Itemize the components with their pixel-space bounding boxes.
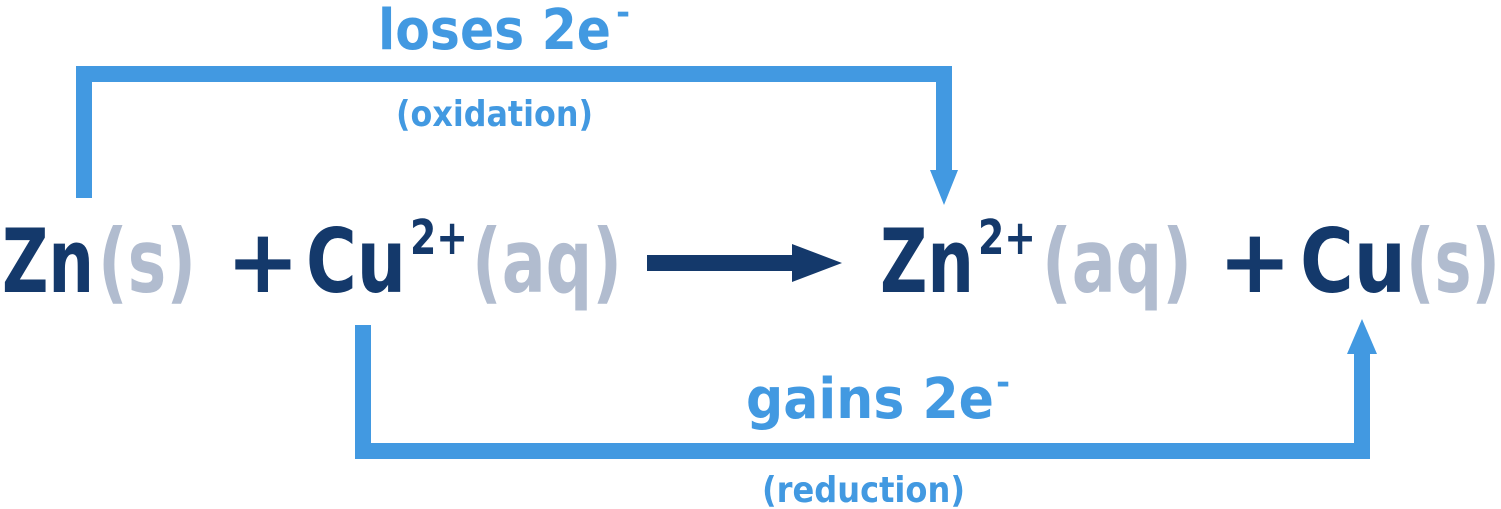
oxidation-label-superscript: - <box>616 0 630 33</box>
reaction-arrow-head <box>792 244 842 282</box>
plus-sign-right: + <box>1218 210 1292 313</box>
reduction-label: gains 2e <box>746 367 994 432</box>
product-zn-symbol: Zn <box>880 210 974 313</box>
reduction-bracket-line <box>355 325 1370 459</box>
product-zn-charge: 2+ <box>978 210 1036 266</box>
plus-sign-left: + <box>226 210 300 313</box>
reduction-arrowhead <box>1347 319 1377 354</box>
oxidation-label: loses 2e <box>378 0 611 63</box>
product-zn-state: (aq) <box>1042 210 1192 313</box>
reaction-arrow-shaft <box>647 255 797 271</box>
reactant-cu-symbol: Cu <box>306 210 406 313</box>
reduction-bracket <box>355 319 1377 459</box>
oxidation-arrowhead <box>930 170 958 205</box>
oxidation-bracket-line <box>76 66 952 198</box>
oxidation-bracket <box>76 66 958 205</box>
product-cu-symbol: Cu <box>1300 210 1406 313</box>
reactant-zn-state: (s) <box>98 210 196 313</box>
product-cu-state: (s) <box>1406 210 1500 313</box>
reaction-arrow <box>647 244 842 282</box>
oxidation-process-label: (oxidation) <box>396 94 593 135</box>
reactant-zn-symbol: Zn <box>2 210 94 313</box>
reactant-cu-state: (aq) <box>472 210 622 313</box>
reduction-process-label: (reduction) <box>762 470 965 509</box>
reduction-label-superscript: - <box>996 363 1010 403</box>
reactant-cu-charge: 2+ <box>410 210 468 266</box>
